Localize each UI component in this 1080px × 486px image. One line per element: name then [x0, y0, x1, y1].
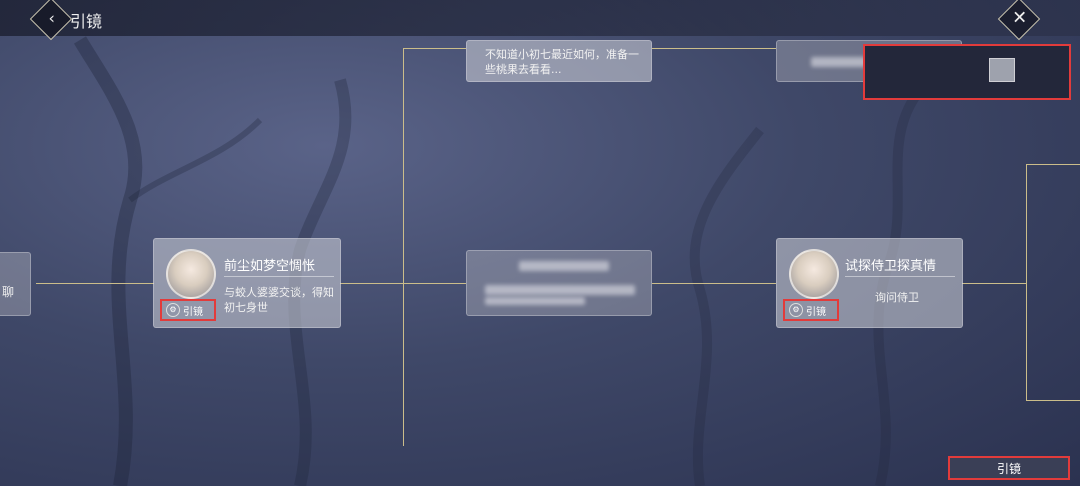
divider [224, 276, 334, 277]
checkbox[interactable] [989, 58, 1015, 82]
node-description: 与蛟人婆婆交谈，得知初七身世 [224, 286, 334, 314]
connector-line [403, 48, 466, 49]
page-title: 引镜 [70, 12, 103, 31]
connector-line [403, 48, 404, 446]
connector-line [1026, 164, 1080, 165]
node-text: 聊 [2, 285, 15, 299]
redacted-text [485, 297, 585, 305]
mirror-tag-button[interactable]: ⚙ 引镜 [783, 299, 839, 321]
connector-line [36, 283, 154, 284]
connector-line [652, 48, 776, 49]
connector-line [1026, 400, 1080, 401]
close-icon: ✕ [1012, 7, 1028, 29]
connector-line [652, 283, 776, 284]
chevron-left-icon: ‹ [48, 8, 55, 28]
hidden-panel[interactable] [863, 44, 1071, 100]
node-description: 询问侍卫 [875, 291, 919, 304]
divider [845, 276, 955, 277]
top-bar [0, 0, 1080, 36]
story-node-card[interactable]: 试探侍卫探真情 询问侍卫 ⚙ 引镜 [776, 238, 963, 328]
story-node-card-hidden[interactable] [466, 250, 652, 316]
avatar [166, 249, 216, 299]
story-node-card[interactable]: 前尘如梦空惆怅 与蛟人婆婆交谈，得知初七身世 ⚙ 引镜 [153, 238, 341, 328]
connector-line [962, 283, 1026, 284]
mirror-button[interactable]: 引镜 [948, 456, 1070, 480]
story-node-card[interactable]: 不知道小初七最近如何，准备一些桃果去看看... [466, 40, 652, 82]
connector-line [403, 283, 466, 284]
gear-icon: ⚙ [166, 303, 180, 317]
avatar [789, 249, 839, 299]
gear-icon: ⚙ [789, 303, 803, 317]
tag-label: 引镜 [183, 306, 203, 318]
mirror-tag-button[interactable]: ⚙ 引镜 [160, 299, 216, 321]
redacted-text [485, 285, 635, 295]
tag-label: 引镜 [806, 306, 826, 318]
redacted-text [519, 261, 609, 271]
connector-line [340, 283, 404, 284]
node-description: 不知道小初七最近如何，准备一些桃果去看看... [485, 48, 639, 76]
connector-line [1026, 164, 1027, 400]
story-node-partial[interactable] [0, 252, 31, 316]
node-title: 试探侍卫探真情 [845, 259, 937, 274]
node-title: 前尘如梦空惆怅 [224, 259, 316, 274]
